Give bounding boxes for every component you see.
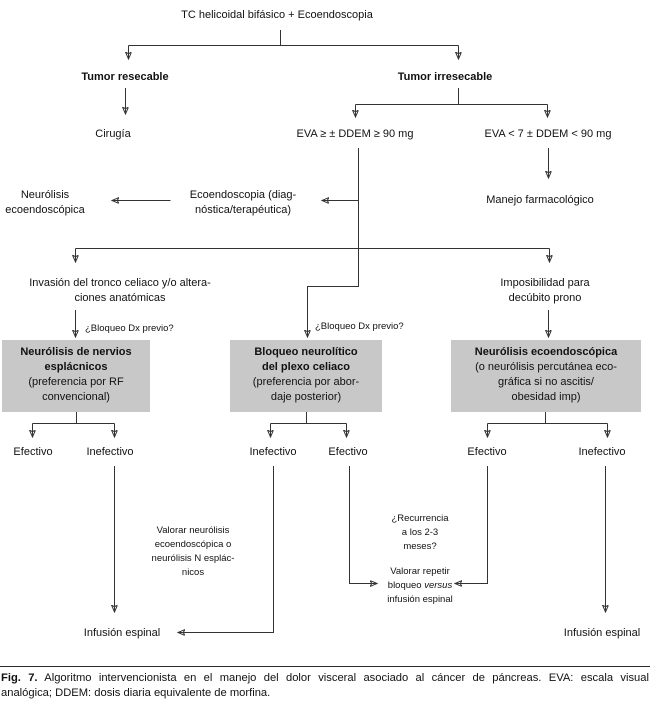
node-root: TC helicoidal bifásico + Ecoendoscopia [181,9,373,21]
box-neurolisis-ecoendoscopica: Neurólisis ecoendoscópica (o neurólisis … [451,340,641,412]
box-bloqueo-plexo-celiaco: Bloqueo neurolítico del plexo celiaco (p… [230,340,382,412]
label-efectivo-3: Efectivo [467,446,507,458]
node-manejo-farmacologico: Manejo farmacológico [486,194,594,206]
node-infusion-espinal-right: Infusión espinal [563,627,641,639]
label-efectivo-1: Efectivo [13,446,53,458]
figure-caption: Fig. 7. Algoritmo intervencionista en el… [1,671,649,701]
label-bloqueo-dx-previo-middle: ¿Bloqueo Dx previo? [315,321,404,332]
node-imposibilidad-decubito: Imposibilidad para decúbito prono [500,277,590,304]
node-eva-alta: EVA ≥ ± DDEM ≥ 90 mg [296,128,414,140]
connector-arrow [308,148,359,337]
connector-arrow [178,466,274,633]
note-valorar-repetir-italic: versus [424,580,453,591]
node-cirugia: Cirugía [95,128,131,140]
connector-arrow [455,466,488,584]
label-inefectivo-1: Inefectivo [86,446,134,458]
node-infusion-espinal-left: Infusión espinal [83,627,161,639]
caption-divider [0,666,650,667]
node-tumor-irresecable: Tumor irresecable [397,71,493,83]
label-efectivo-2: Efectivo [328,446,368,458]
caption-line-2: analógica; DDEM: dosis diaria equivalent… [1,687,271,699]
label-bloqueo-dx-previo-left: ¿Bloqueo Dx previo? [85,323,174,334]
note-valorar-repetir-normal: bloqueo [387,580,425,591]
caption-line-1: Fig. 7. Algoritmo intervencionista en el… [1,672,649,684]
label-inefectivo-3: Inefectivo [578,446,626,458]
node-tumor-resecable: Tumor resecable [81,71,169,83]
note-valorar-neurolisis: Valorar neurólisis ecoendoscópica o neur… [151,525,235,578]
box-neurolisis-esplacnicos: Neurólisis de nervios esplácnicos (prefe… [2,340,150,412]
node-neurolisis-ecoendoscopica: Neurólisis ecoendoscópica [5,189,85,216]
node-ecoendoscopia: Ecoendoscopia (diag- nóstica/terapéutica… [189,189,297,216]
note-recurrencia: ¿Recurrencia a los 2-3 meses? [391,513,449,552]
caption-figure-number: Fig. 7. [1,672,38,684]
node-eva-baja: EVA < 7 ± DDEM < 90 mg [484,128,612,140]
note-valorar-repetir: Valorar repetir bloqueo versus infusión … [387,566,453,605]
node-invasion-tronco-celiaco: Invasión del tronco celiaco y/o altera- … [29,277,211,304]
connector-arrow [349,466,378,584]
label-inefectivo-2: Inefectivo [249,446,297,458]
